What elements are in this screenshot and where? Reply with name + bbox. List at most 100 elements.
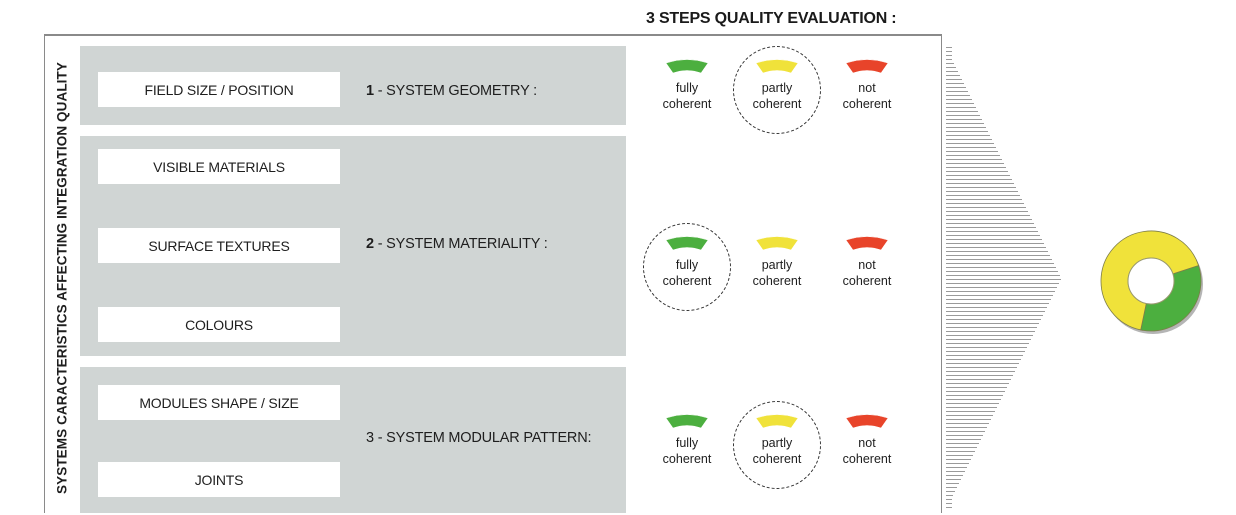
rating-label-line1: not: [858, 436, 876, 450]
arrow-stripe: [946, 207, 1027, 208]
arrow-stripe: [946, 355, 1024, 356]
arrow-stripe: [946, 331, 1036, 332]
arrow-stripe: [946, 83, 965, 84]
arrow-stripe: [946, 147, 997, 148]
arrow-stripe: [946, 223, 1035, 224]
arrow-stripe: [946, 203, 1025, 204]
box-joints: JOINTS: [98, 462, 340, 497]
arrow-stripe: [946, 439, 982, 440]
arrow-stripe: [946, 383, 1010, 384]
step-label-geometry: 1 - SYSTEM GEOMETRY :: [366, 83, 537, 99]
arrow-stripe: [946, 291, 1056, 292]
arrow-stripe: [946, 47, 952, 48]
arrow-stripe: [946, 323, 1040, 324]
box-modules-shape-size: MODULES SHAPE / SIZE: [98, 385, 340, 420]
arrow-stripe: [946, 347, 1028, 348]
arrow-stripe: [946, 131, 989, 132]
box-field-size-position: FIELD SIZE / POSITION: [98, 72, 340, 107]
arrow-stripe: [946, 183, 1015, 184]
arrow-stripe: [946, 71, 959, 72]
arrow-stripe: [946, 471, 966, 472]
arrow-stripe: [946, 51, 952, 52]
arrow-stripe: [946, 167, 1007, 168]
result-donut: [1096, 226, 1206, 336]
arrow-stripe: [946, 499, 952, 500]
arrow-stripe: [946, 107, 977, 108]
rating-arc-icon: [665, 414, 709, 429]
arrow-stripe: [946, 375, 1014, 376]
arrow-stripe: [946, 115, 981, 116]
arrow-stripe: [946, 463, 970, 464]
arrow-stripe: [946, 239, 1043, 240]
arrow-stripe: [946, 483, 960, 484]
rating-arc-icon: [845, 59, 889, 74]
evaluation-title: 3 STEPS QUALITY EVALUATION :: [646, 10, 897, 27]
arrow-stripe: [946, 275, 1061, 276]
arrow-stripe: [946, 427, 988, 428]
arrow-stripe: [946, 155, 1001, 156]
arrow-stripe: [946, 431, 986, 432]
arrow-stripe: [946, 387, 1008, 388]
arrow-stripe: [946, 343, 1030, 344]
arrow-stripe: [946, 195, 1021, 196]
arrow-stripe: [946, 315, 1044, 316]
box-surface-textures: SURFACE TEXTURES: [98, 228, 340, 263]
arrow-stripe: [946, 135, 991, 136]
arrow-stripe: [946, 447, 978, 448]
arrow-stripe: [946, 95, 971, 96]
arrow-stripe: [946, 59, 953, 60]
rating-label-line2: coherent: [662, 97, 712, 111]
arrow-stripe: [946, 191, 1019, 192]
arrow-stripe: [946, 399, 1002, 400]
step-name: SYSTEM GEOMETRY: [386, 83, 530, 99]
rating-arc-icon: [665, 59, 709, 74]
arrow-stripe: [946, 235, 1041, 236]
rating-label-line2: coherent: [842, 97, 892, 111]
arrow-stripe: [946, 151, 999, 152]
arrow-stripe: [946, 391, 1006, 392]
arrow-stripe: [946, 339, 1032, 340]
arrow-stripe: [946, 243, 1045, 244]
arrow-stripe: [946, 143, 995, 144]
arrow-stripe: [946, 255, 1051, 256]
result-donut-svg: [1100, 230, 1203, 334]
arrow-stripe: [946, 459, 972, 460]
box-visible-materials: VISIBLE MATERIALS: [98, 149, 340, 184]
arrow-stripe: [946, 171, 1009, 172]
arrow-stripe: [946, 179, 1013, 180]
step-name: SYSTEM MODULAR PATTERN: [386, 430, 588, 446]
rating-label-line2: coherent: [842, 274, 892, 288]
arrow-stripe: [946, 367, 1018, 368]
arrow-stripe: [946, 475, 964, 476]
step-label-materiality: 2 - SYSTEM MATERIALITY :: [366, 236, 548, 252]
selection-circle: [643, 223, 731, 311]
arrow-stripe: [946, 327, 1038, 328]
arrow-stripe: [946, 79, 963, 80]
rating-label-line1: fully: [675, 436, 699, 450]
step-number: 3: [366, 430, 374, 446]
arrow-stripe: [946, 211, 1029, 212]
arrow-stripe: [946, 215, 1031, 216]
rating-label-line2: coherent: [842, 452, 892, 466]
rating-label-line1: partly: [761, 258, 793, 272]
arrow-stripe: [946, 299, 1052, 300]
rating-arc-icon: [845, 236, 889, 251]
step-number: 1: [366, 83, 374, 99]
rating-arc-icon: [755, 236, 799, 251]
arrow-stripe: [946, 139, 993, 140]
rating-label-line1: not: [858, 81, 876, 95]
arrow-stripe: [946, 67, 957, 68]
arrow-stripe: [946, 411, 996, 412]
arrow-stripe: [946, 267, 1057, 268]
arrow-stripe: [946, 359, 1022, 360]
arrow-stripe: [946, 467, 968, 468]
arrow-stripe: [946, 175, 1011, 176]
arrow-stripe: [946, 371, 1016, 372]
arrow-stripe: [946, 363, 1020, 364]
arrow-stripe: [946, 335, 1034, 336]
rating-not: not coherent: [825, 58, 909, 112]
arrow-stripe: [946, 271, 1059, 272]
